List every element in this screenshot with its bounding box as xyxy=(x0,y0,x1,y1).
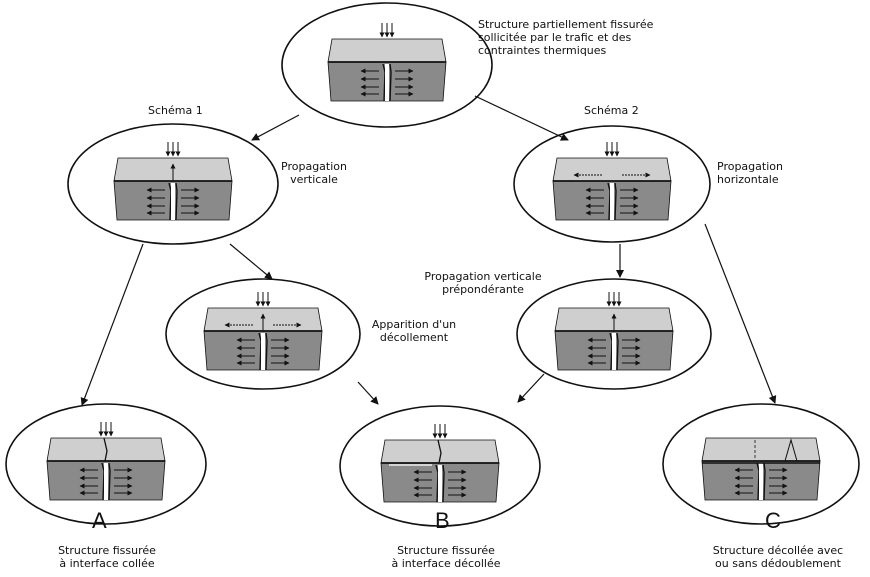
arrow-top-to-s2 xyxy=(474,95,569,141)
arrow-mid2-to-B xyxy=(517,373,545,403)
top-layer xyxy=(701,437,821,462)
arrow-mid1-to-B xyxy=(357,381,379,405)
state-node-A xyxy=(5,403,207,525)
predominant-vertical-propagation-label: Propagation verticale prépondérante xyxy=(424,270,542,296)
crack-gap xyxy=(759,463,763,500)
crack-right xyxy=(763,462,766,501)
crack-right xyxy=(614,182,617,221)
upward-crack xyxy=(784,438,798,462)
outcome-c-letter: C xyxy=(765,508,781,533)
crack-gap xyxy=(104,463,108,500)
outcome-a-letter: A xyxy=(92,508,107,533)
crack-right xyxy=(389,63,392,102)
diagram-layer xyxy=(5,2,860,527)
top-layer xyxy=(327,38,447,63)
debonding-appearance-label: Apparition d'un décollement xyxy=(371,318,457,344)
outcome-b-letter: B xyxy=(435,508,450,533)
horizontal-propagation-label: Propagation horizontale xyxy=(717,160,783,186)
state-node-B xyxy=(339,405,541,527)
schema-2-label: Schéma 2 xyxy=(584,104,639,117)
full-crack xyxy=(437,439,442,464)
vertical-propagation-label: Propagation verticale xyxy=(281,160,347,186)
outcome-a-caption: Structure fissurée à interface collée xyxy=(58,544,156,570)
crack-right xyxy=(265,332,268,371)
state-node-top xyxy=(281,2,493,128)
crack-gap xyxy=(171,183,175,220)
state-node-mid1 xyxy=(165,278,361,390)
state-node-mid2 xyxy=(516,278,712,390)
crack-gap xyxy=(610,183,614,220)
arrow-s1-to-mid1 xyxy=(229,243,273,280)
arrow-s2-to-C xyxy=(704,223,777,404)
schema-1-label: Schéma 1 xyxy=(148,104,203,117)
outcome-c-caption: Structure décollée avec ou sans dédouble… xyxy=(712,544,844,570)
crack-right xyxy=(442,464,445,503)
state-node-C xyxy=(662,403,860,525)
crack-right xyxy=(108,462,111,501)
outcome-b-caption: Structure fissurée à interface décollée xyxy=(391,544,501,570)
top-structure-label: Structure partiellement fissurée sollici… xyxy=(478,18,654,57)
state-node-s2 xyxy=(513,125,711,243)
crack-gap xyxy=(612,333,616,370)
arrow-top-to-s1 xyxy=(251,114,300,141)
crack-gap xyxy=(261,333,265,370)
crack-right xyxy=(616,332,619,371)
full-crack xyxy=(103,437,108,462)
crack-right xyxy=(175,182,178,221)
crack-gap xyxy=(385,64,389,101)
arrow-s1-to-A xyxy=(80,243,144,406)
crack-gap xyxy=(438,465,442,502)
top-layer xyxy=(552,157,672,182)
state-node-s1 xyxy=(67,123,279,245)
